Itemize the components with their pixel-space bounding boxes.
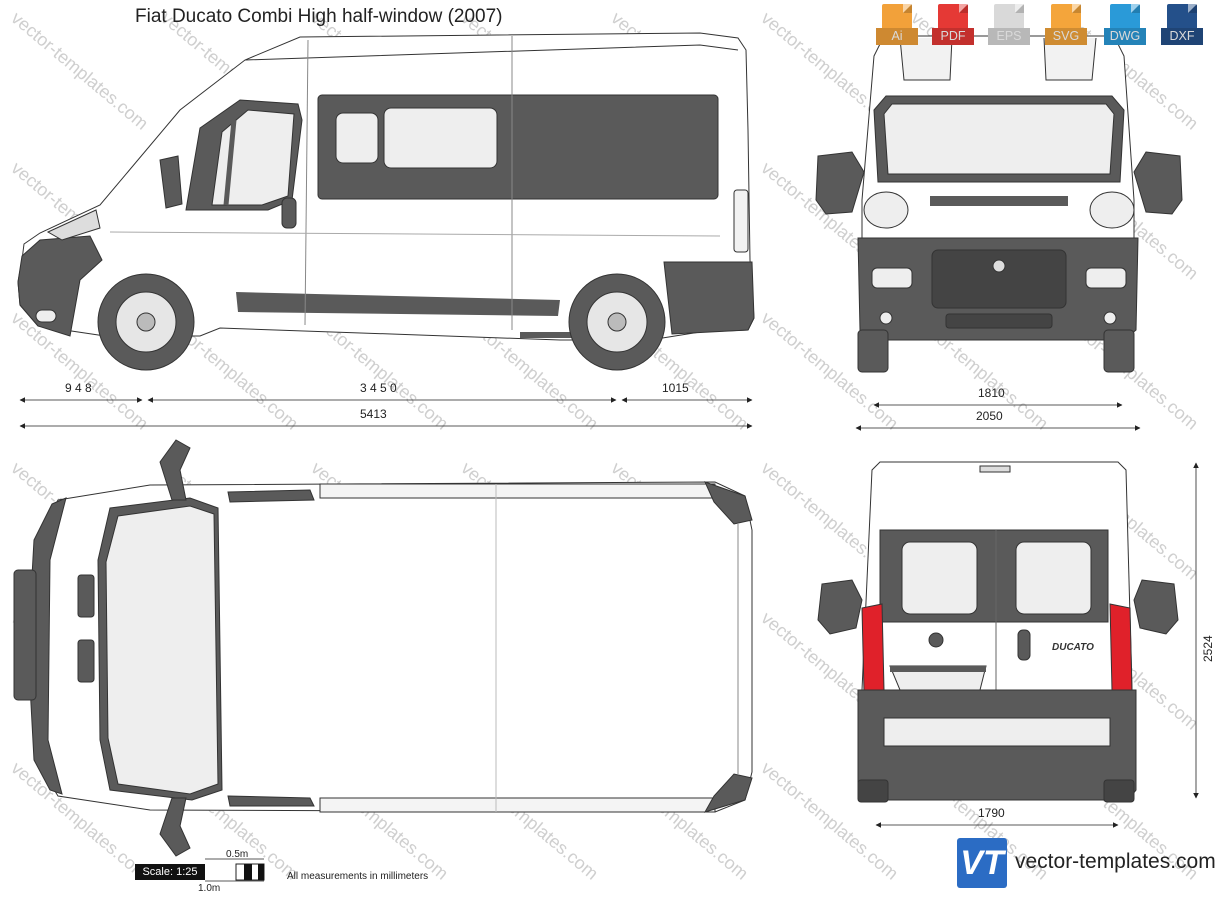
rear-dimensions bbox=[875, 462, 1199, 828]
dim-front-track: 1810 bbox=[978, 386, 1005, 400]
rear-view bbox=[817, 461, 1179, 803]
rear-window-right bbox=[1015, 541, 1092, 615]
rear-taillight-right bbox=[1109, 603, 1133, 693]
front-mirror-right bbox=[1133, 151, 1183, 215]
side-window-small bbox=[335, 112, 379, 164]
rear-mirror-right bbox=[1133, 579, 1179, 635]
front-view bbox=[815, 35, 1183, 373]
dim-front-overhang: 9 4 8 bbox=[65, 381, 92, 395]
side-rear-wheel bbox=[568, 273, 666, 371]
brand-name[interactable]: vector-templates.com bbox=[1015, 850, 1216, 873]
scale-bar bbox=[205, 858, 265, 882]
side-rear-bumper bbox=[663, 261, 755, 335]
front-mirror-left bbox=[815, 151, 865, 215]
top-mirror-lower bbox=[159, 797, 191, 857]
scale-one-meter: 1.0m bbox=[198, 883, 221, 894]
format-label: DXF bbox=[1161, 28, 1203, 45]
format-label: DWG bbox=[1104, 28, 1146, 45]
format-icon-pdf[interactable]: PDF bbox=[932, 4, 974, 50]
scale-half-meter: 0.5m bbox=[226, 849, 249, 860]
top-view bbox=[13, 439, 753, 857]
scale-note: All measurements in millimeters bbox=[287, 871, 429, 882]
format-icon-dxf[interactable]: DXF bbox=[1161, 4, 1203, 50]
side-mirror bbox=[159, 155, 183, 209]
format-label: EPS bbox=[988, 28, 1030, 45]
side-view bbox=[17, 32, 755, 371]
dim-rear-overhang: 1015 bbox=[662, 381, 689, 395]
front-dimensions bbox=[855, 402, 1141, 431]
rear-taillight-left bbox=[861, 603, 885, 693]
rear-window-left bbox=[901, 541, 978, 615]
side-rub-strip bbox=[236, 292, 560, 316]
dim-total-width: 2050 bbox=[976, 409, 1003, 423]
format-label: SVG bbox=[1045, 28, 1087, 45]
dim-wheelbase: 3 4 5 0 bbox=[360, 381, 397, 395]
side-window-large bbox=[383, 107, 498, 169]
rear-door-handle bbox=[1017, 629, 1031, 661]
dim-rear-track: 1790 bbox=[978, 806, 1005, 820]
dim-height: 2524 bbox=[1201, 635, 1215, 662]
side-door-handle bbox=[281, 197, 297, 229]
brand-logo[interactable]: VT bbox=[957, 838, 1007, 888]
format-icon-svg[interactable]: SVG bbox=[1045, 4, 1087, 50]
rear-mirror-left bbox=[817, 579, 863, 635]
front-grille bbox=[931, 249, 1067, 309]
format-icon-eps[interactable]: EPS bbox=[988, 4, 1030, 50]
side-front-wheel bbox=[97, 273, 195, 371]
format-icon-dwg[interactable]: DWG bbox=[1104, 4, 1146, 50]
scale-label: Scale: 1:25 bbox=[135, 864, 205, 880]
dim-total-length: 5413 bbox=[360, 407, 387, 421]
format-label: Ai bbox=[876, 28, 918, 45]
format-label: PDF bbox=[932, 28, 974, 45]
top-mirror-upper bbox=[159, 439, 191, 501]
page-title: Fiat Ducato Combi High half-window (2007… bbox=[135, 6, 503, 27]
rear-badge: DUCATO bbox=[1052, 642, 1094, 653]
format-icon-ai[interactable]: Ai bbox=[876, 4, 918, 50]
side-dimensions bbox=[19, 397, 753, 429]
